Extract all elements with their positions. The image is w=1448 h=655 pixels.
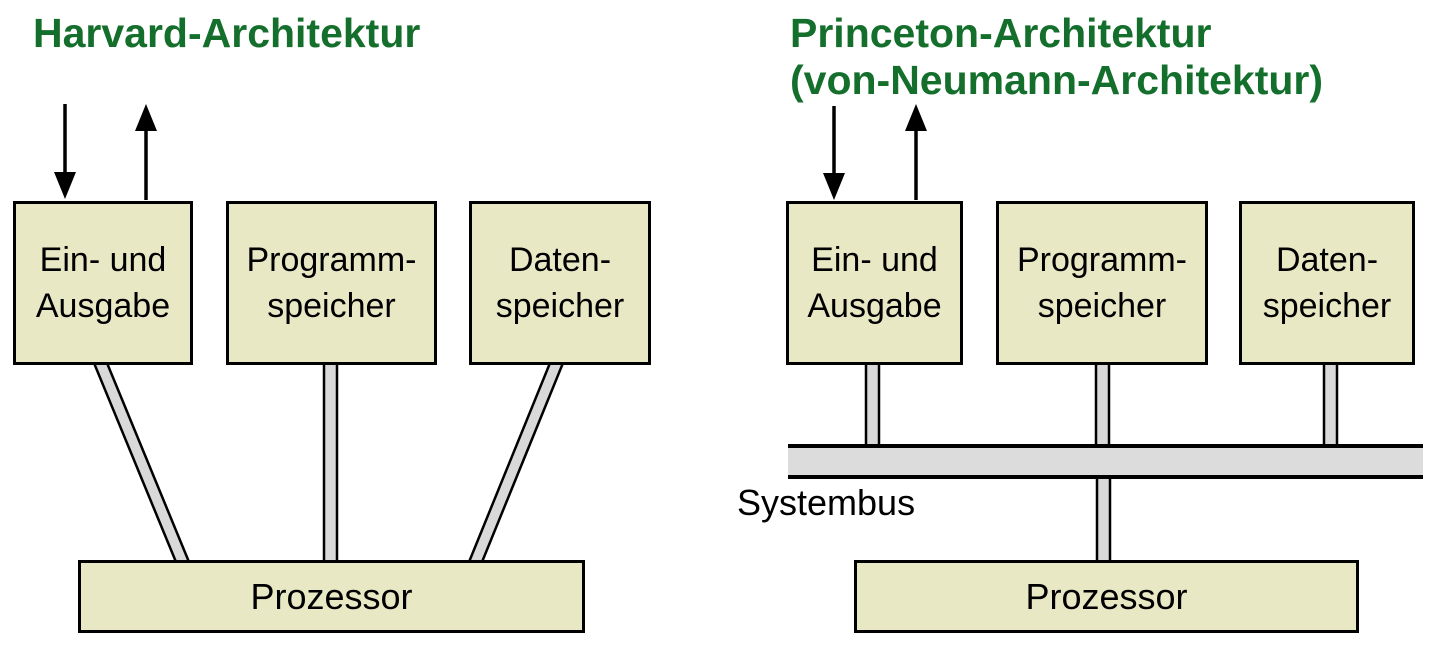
harvard-program-label-line2: speicher [267, 287, 396, 325]
princeton-program-memory-box: Programm- speicher [996, 201, 1208, 365]
harvard-data-processor-connector [467, 361, 565, 564]
princeton-title-line1: Princeton-Architektur [790, 10, 1212, 56]
princeton-input-arrow-icon [823, 106, 845, 200]
harvard-io-label-line1: Ein- und [39, 241, 167, 279]
harvard-title: Harvard-Architektur [33, 10, 421, 56]
harvard-processor-label: Prozessor [250, 575, 413, 617]
princeton-program-label-line2: speicher [1037, 287, 1167, 325]
princeton-data-label-line2: speicher [1262, 287, 1392, 325]
harvard-io-label-line2: Ausgabe [35, 287, 171, 325]
harvard-program-label-line1: Programm- [246, 241, 417, 279]
harvard-io-box: Ein- und Ausgabe [13, 201, 193, 365]
princeton-io-label-line2: Ausgabe [807, 287, 942, 325]
harvard-processor-box: Prozessor [78, 560, 585, 633]
harvard-program-memory-box: Programm- speicher [226, 201, 437, 365]
harvard-program-processor-connector [322, 361, 339, 564]
harvard-io-processor-connector [92, 361, 191, 564]
princeton-io-box: Ein- und Ausgabe [786, 201, 963, 365]
princeton-title-line2: (von-Neumann-Architektur) [790, 57, 1324, 103]
princeton-title: Princeton-Architektur (von-Neumann-Archi… [790, 10, 1323, 104]
princeton-output-arrow-icon [905, 104, 927, 200]
princeton-processor-box: Prozessor [854, 560, 1359, 633]
princeton-program-bus-connector [1094, 361, 1111, 448]
harvard-input-arrow-icon [54, 104, 76, 199]
princeton-io-bus-connector [864, 361, 881, 448]
princeton-data-bus-connector [1322, 361, 1339, 448]
harvard-data-label-line2: speicher [495, 287, 625, 325]
princeton-program-label-line1: Programm- [1016, 241, 1188, 279]
princeton-processor-label: Prozessor [1025, 575, 1188, 617]
system-bus-bar [788, 444, 1423, 479]
harvard-data-memory-box: Daten- speicher [469, 201, 651, 365]
princeton-data-label-line1: Daten- [1275, 241, 1379, 279]
princeton-io-label-line1: Ein- und [811, 241, 938, 279]
harvard-data-label-line1: Daten- [508, 241, 612, 279]
princeton-bus-processor-connector [1095, 475, 1112, 564]
system-bus-label: Systembus [737, 482, 916, 523]
harvard-output-arrow-icon [135, 104, 157, 200]
princeton-data-memory-box: Daten- speicher [1239, 201, 1415, 365]
